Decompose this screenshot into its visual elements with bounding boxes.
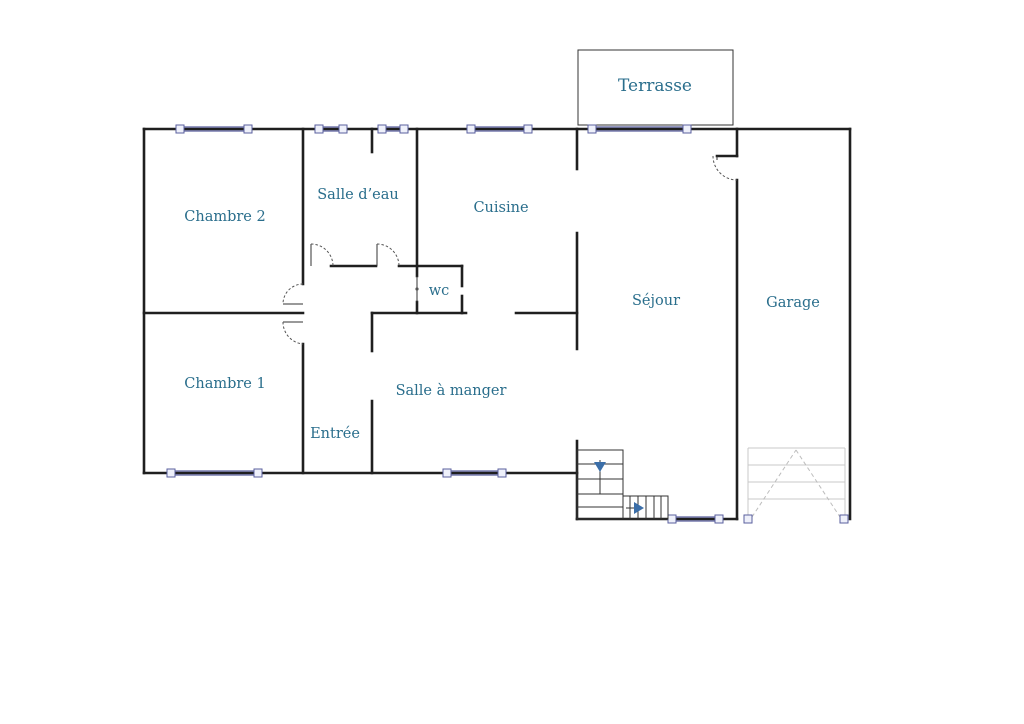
windows [166,124,724,524]
label-chambre-2: Chambre 2 [184,209,265,225]
label-terrasse: Terrasse [618,76,692,96]
label-salle-a-manger: Salle à manger [396,382,507,399]
label-entree: Entrée [310,426,360,442]
room-labels: Terrasse Chambre 2 Salle d’eau Cuisine w… [184,76,820,442]
exterior-walls [142,127,852,521]
doors [282,155,738,345]
label-sejour: Séjour [632,293,680,309]
label-wc: wc [429,283,450,299]
stair-arrow-down-icon [594,462,606,472]
interior-walls [142,127,739,521]
stair-arrow-right-icon [634,502,644,514]
label-salle-eau: Salle d’eau [317,187,399,203]
terrace-outline [577,49,734,126]
label-cuisine: Cuisine [473,200,528,216]
label-chambre-1: Chambre 1 [184,376,265,392]
garage-door [743,447,849,524]
staircase [576,449,669,520]
label-garage: Garage [766,295,820,311]
